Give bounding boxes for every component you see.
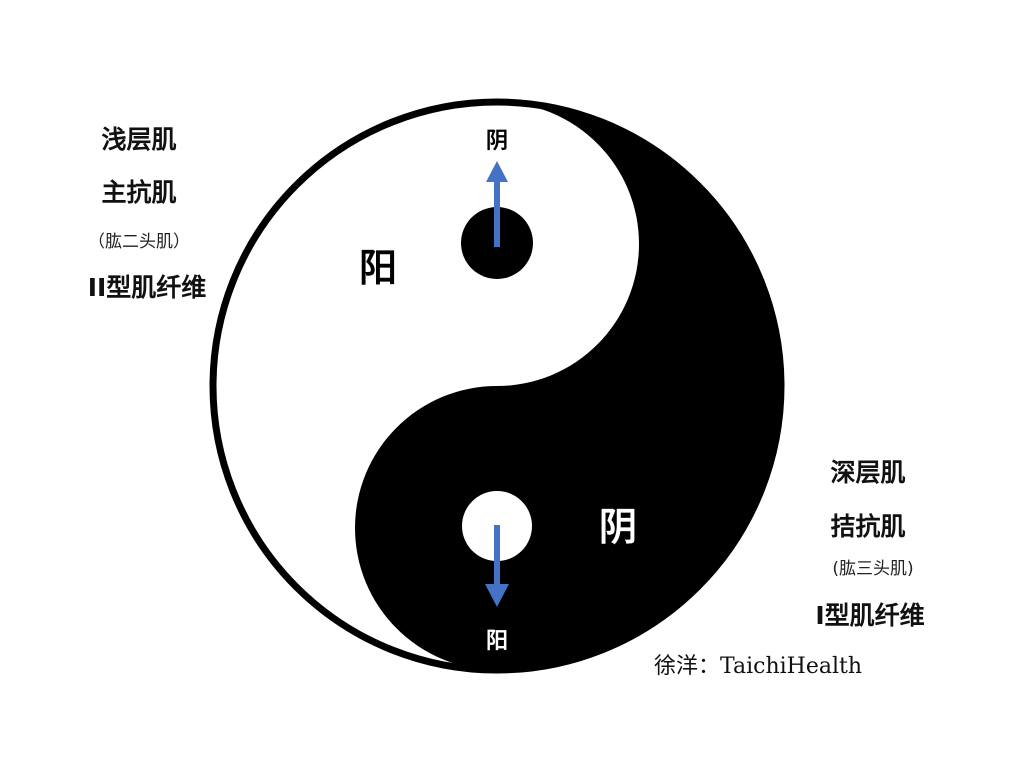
left-label-superficial-muscle: 浅层肌 [101,125,177,154]
right-label-antagonist: 拮抗肌 [830,512,906,541]
yin-region [355,102,781,670]
arrow-down-icon [485,525,509,607]
yang-big-label: 阳 [358,246,398,290]
arrow-up-icon [486,161,508,247]
credit-text: 徐洋：TaichiHealth [654,654,863,679]
left-label-type2-fiber: II型肌纤维 [87,273,207,302]
left-label-agonist: 主抗肌 [101,178,177,207]
right-label-deep-muscle: 深层肌 [830,458,906,487]
top-arrow-label: 阴 [485,129,509,154]
bottom-arrow-label: 阳 [485,629,509,654]
right-label-type1-fiber: I型肌纤维 [815,601,925,630]
left-label-biceps: （肱二头肌） [88,232,190,252]
right-label-triceps: (肱三头肌) [832,559,914,579]
outline-ring [209,98,785,674]
yin-big-label: 阴 [598,505,638,549]
